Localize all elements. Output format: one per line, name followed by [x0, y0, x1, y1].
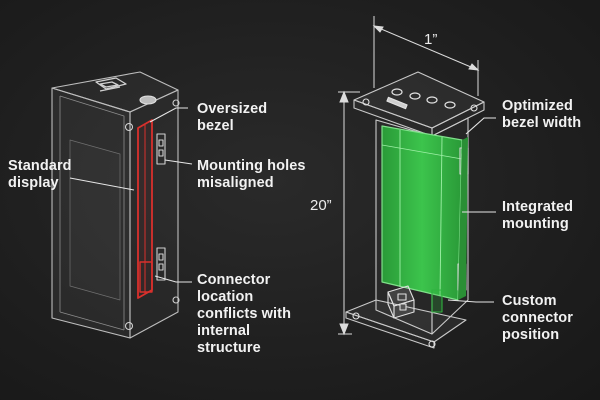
leader-standard-display — [69, 177, 135, 191]
standard-device — [51, 71, 180, 339]
height-dimension-line — [338, 90, 360, 336]
optimized-device — [345, 71, 485, 349]
leader-oversized-bezel — [149, 107, 188, 123]
width-dimension-line — [372, 16, 480, 96]
label-standard-display: Standard display — [8, 158, 72, 191]
leader-custom-connector — [447, 299, 494, 303]
screw-icon — [352, 312, 360, 320]
label-optimized-bezel: Optimized bezel width — [502, 98, 582, 131]
label-connector-conflict: Connector location conflicts with intern… — [197, 272, 292, 356]
screw-icon — [470, 104, 478, 112]
screw-icon — [362, 98, 370, 106]
leader-mounting-holes — [164, 159, 193, 165]
screw-icon — [172, 99, 180, 107]
label-integrated-mounting: Integrated mounting — [502, 199, 574, 232]
top-button — [139, 95, 157, 105]
leader-connector — [154, 275, 192, 283]
screw-icon — [124, 321, 134, 331]
dimension-height-label: 20” — [310, 197, 332, 214]
label-oversized-bezel: Oversized bezel — [197, 101, 268, 134]
mounting-hole-lower — [156, 247, 166, 281]
standard-device-side-face — [129, 89, 179, 339]
leader-lines — [69, 107, 496, 303]
top-buttons — [386, 88, 456, 110]
screw-icon — [124, 122, 134, 132]
screw-icon — [172, 296, 180, 304]
custom-connector — [387, 285, 415, 319]
dimension-width-label: 1” — [424, 31, 438, 48]
leader-optimized-bezel — [465, 117, 496, 135]
connector-conflict-highlight — [139, 261, 153, 293]
mounting-hole-upper — [156, 133, 166, 165]
label-mounting-holes: Mounting holes misaligned — [197, 158, 306, 191]
label-custom-connector: Custom connector position — [502, 293, 573, 343]
screw-icon — [428, 340, 436, 348]
top-connector-icon — [95, 77, 127, 92]
